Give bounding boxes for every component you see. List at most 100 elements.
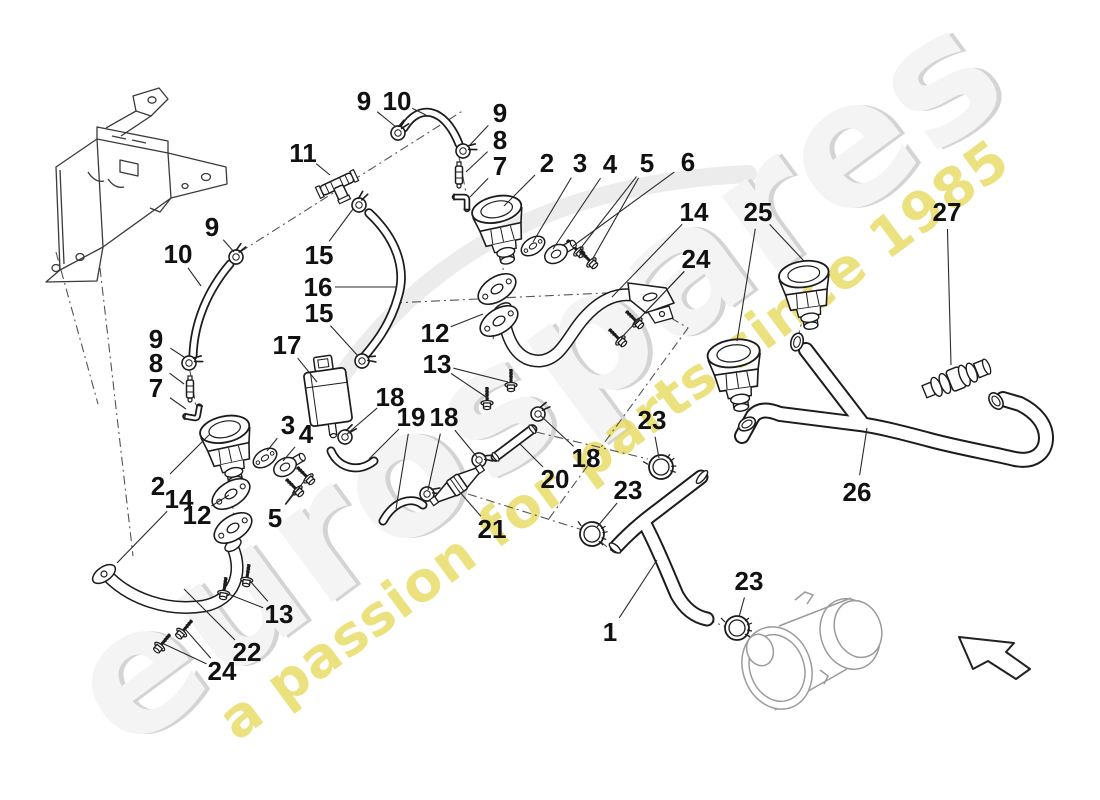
elbow-7-left xyxy=(182,403,204,422)
callout-label-1: 1 xyxy=(603,617,617,647)
hoses xyxy=(188,107,1055,627)
callout-label-18: 18 xyxy=(430,402,459,432)
leader-line xyxy=(769,224,805,262)
bolt-24-d xyxy=(174,619,194,640)
leader-line xyxy=(467,125,489,148)
leader-line xyxy=(249,580,269,602)
gasket-12-b xyxy=(479,304,519,338)
leader-line xyxy=(227,593,264,609)
bolt-24-b xyxy=(608,328,628,348)
callout-label-18: 18 xyxy=(572,443,601,473)
callout-label-7: 7 xyxy=(149,373,163,403)
hose-19-b-core xyxy=(380,498,426,524)
leader-line xyxy=(315,163,331,176)
egr-pipe-14-core xyxy=(498,289,642,367)
clip-18-c xyxy=(530,401,551,422)
leader-line xyxy=(282,446,296,462)
callout-label-5: 5 xyxy=(640,148,654,178)
clip-9-left-upper xyxy=(228,242,247,265)
hose-19-a-core xyxy=(328,448,377,471)
leader-line xyxy=(946,228,952,366)
leader-line xyxy=(596,502,618,528)
leader-line xyxy=(427,433,441,491)
leader-line xyxy=(454,429,478,458)
hose-ring-b xyxy=(789,332,805,352)
combi-valve-2-left xyxy=(199,414,251,485)
solenoid-valve-17 xyxy=(303,354,353,439)
callout-label-14: 14 xyxy=(165,484,194,514)
leader-line xyxy=(572,171,675,247)
callout-label-13: 13 xyxy=(265,599,294,629)
callout-label-7: 7 xyxy=(493,151,507,181)
callout-label-3: 3 xyxy=(281,410,295,440)
callout-label-27: 27 xyxy=(933,197,962,227)
callout-label-25: 25 xyxy=(744,197,773,227)
leader-line xyxy=(170,347,185,358)
leader-line xyxy=(519,443,544,468)
leader-line xyxy=(330,325,359,357)
callout-label-2: 2 xyxy=(540,148,554,178)
leader-line xyxy=(453,367,509,383)
pipe-14-tab-hole xyxy=(658,310,666,318)
gasket-3-left xyxy=(252,447,278,469)
leader-line xyxy=(503,174,536,207)
callout-label-9: 9 xyxy=(205,212,219,242)
bolt-13-d xyxy=(240,563,254,588)
callout-label-4: 4 xyxy=(299,419,314,449)
gasket-12-d xyxy=(213,511,253,545)
t-connector-11 xyxy=(314,168,360,205)
callout-label-9: 9 xyxy=(357,86,371,116)
metal-pipes xyxy=(91,282,676,614)
bolt-5-c xyxy=(296,466,316,486)
leader-line xyxy=(395,433,409,510)
leader-line xyxy=(859,427,868,476)
bolt-24-a xyxy=(625,310,645,330)
hose-10-left-core xyxy=(190,261,233,359)
callout-label-26: 26 xyxy=(843,477,872,507)
callout-label-15: 15 xyxy=(305,298,334,328)
watermark-brand: eurospares xyxy=(30,0,1040,788)
callout-label-12: 12 xyxy=(421,318,450,348)
hose-1-end-cap xyxy=(608,542,622,554)
leader-line xyxy=(376,111,397,128)
callout-label-12: 12 xyxy=(183,500,212,530)
leader-line xyxy=(532,177,572,243)
leader-line xyxy=(116,510,168,564)
leader-line xyxy=(738,597,745,618)
clip-15-lower xyxy=(354,353,377,369)
clamp-23-a xyxy=(642,453,677,480)
hose-10-top-core xyxy=(401,109,462,147)
clip-9-left-lower xyxy=(181,355,204,371)
leader-line xyxy=(346,407,378,435)
leader-line xyxy=(185,629,212,659)
mounting-bracket-drawing xyxy=(45,87,228,283)
hose-16-core xyxy=(360,210,404,361)
combi-valve-25-lower xyxy=(706,338,761,412)
callout-label-20: 20 xyxy=(541,464,570,494)
callout-label-11: 11 xyxy=(289,138,317,168)
gasket-12-c xyxy=(211,477,251,511)
leader-line xyxy=(222,239,235,253)
callout-label-15: 15 xyxy=(305,240,334,270)
callout-label-3: 3 xyxy=(573,148,587,178)
callout-label-17: 17 xyxy=(273,330,302,360)
bolt-5-b xyxy=(579,250,599,270)
pipe-22-flange-hole xyxy=(100,570,108,578)
callout-label-5: 5 xyxy=(268,503,282,533)
air-pump-drawing xyxy=(741,591,883,711)
hose-10-left xyxy=(188,259,235,361)
callout-label-24: 24 xyxy=(208,656,237,686)
leader-line xyxy=(591,177,640,261)
callout-label-9: 9 xyxy=(149,324,163,354)
clip-15-upper xyxy=(351,190,369,213)
hose-26-branch-core xyxy=(800,344,868,429)
hose-ring-c xyxy=(737,416,757,432)
callout-label-23: 23 xyxy=(638,405,667,435)
leader-line xyxy=(266,437,278,452)
leader-line xyxy=(169,372,185,385)
callout-label-16: 16 xyxy=(304,272,333,302)
combi-valve-2-center xyxy=(471,194,523,265)
leader-line xyxy=(618,559,658,619)
